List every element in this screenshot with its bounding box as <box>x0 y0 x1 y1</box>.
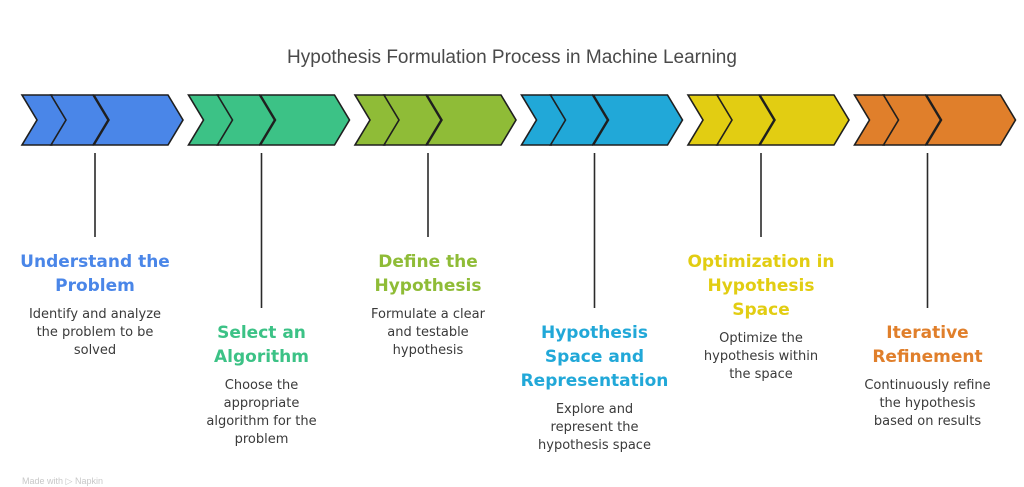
step-chevron-group-2 <box>187 94 351 146</box>
diagram-title: Hypothesis Formulation Process in Machin… <box>287 47 737 68</box>
step-description: Continuously refine the hypothesis based… <box>864 378 991 429</box>
step-description: Formulate a clear and testable hypothesi… <box>371 307 485 358</box>
step-chevron-group-6 <box>853 94 1017 146</box>
step-description: Explore and represent the hypothesis spa… <box>538 402 651 453</box>
chevron-arrow-icon <box>715 94 775 146</box>
step-title: Optimization in Hypothesis Space <box>687 252 835 320</box>
chevron-arrow-icon <box>382 94 442 146</box>
step-title: Hypothesis Space and Representation <box>520 323 669 391</box>
chevron-arrow-icon <box>259 94 351 146</box>
step-chevron-group-5 <box>686 94 850 146</box>
step-title: Define the Hypothesis <box>374 252 482 296</box>
step-title: Select an Algorithm <box>214 323 309 367</box>
chevron-arrow-icon <box>425 94 517 146</box>
watermark: Made with ▷ Napkin <box>22 476 103 486</box>
step-description: Optimize the hypothesis within the space <box>703 331 819 382</box>
step-chevron-group-3 <box>353 94 517 146</box>
chevron-arrow-icon <box>92 94 184 146</box>
step-title: Understand the Problem <box>20 252 170 296</box>
chevron-arrow-icon <box>49 94 109 146</box>
chevron-arrow-icon <box>925 94 1017 146</box>
step-title: Iterative Refinement <box>872 323 983 367</box>
step-description: Identify and analyze the problem to be s… <box>28 307 162 358</box>
chevron-arrow-icon <box>216 94 276 146</box>
step-chevron-group-1 <box>20 94 184 146</box>
step-description: Choose the appropriate algorithm for the… <box>206 378 317 447</box>
chevron-arrow-icon <box>592 94 684 146</box>
chevron-arrow-icon <box>758 94 850 146</box>
chevron-arrow-icon <box>549 94 609 146</box>
chevron-arrow-icon <box>882 94 942 146</box>
step-chevron-group-4 <box>520 94 684 146</box>
